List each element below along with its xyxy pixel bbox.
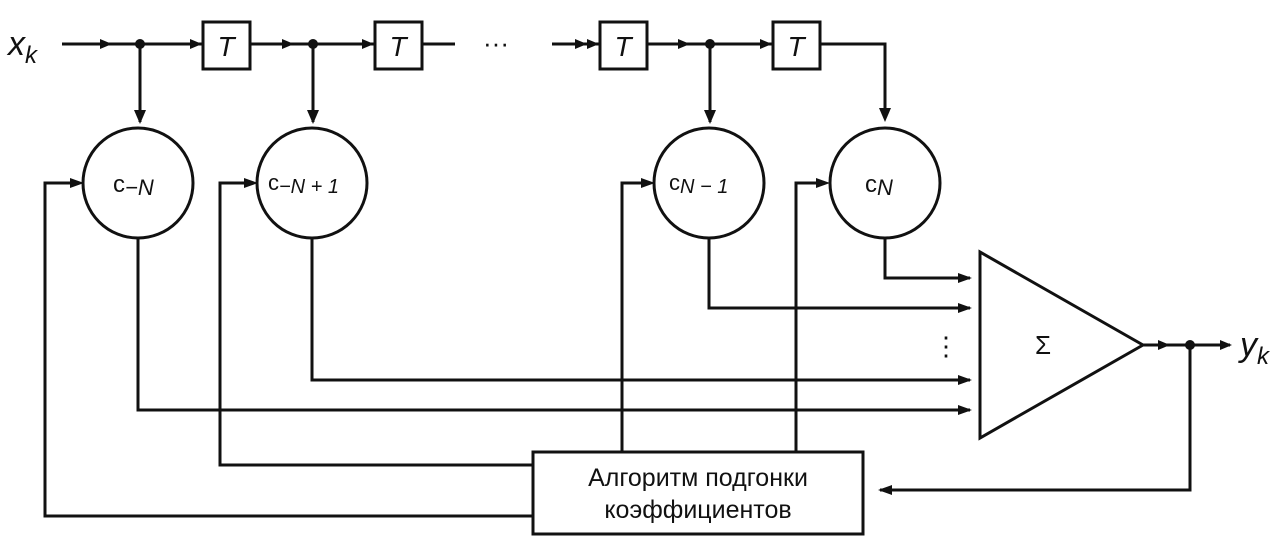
summer-block: Σ (978, 249, 1147, 441)
horizontal-ellipsis: ··· (483, 28, 509, 58)
top-signal-line (62, 39, 887, 118)
tap-drops (134, 44, 891, 124)
summer-inputs (136, 238, 972, 415)
svg-text:T: T (217, 31, 236, 62)
coefficient-circle-c-n-minus-1: cN − 1 (652, 126, 766, 240)
vertical-ellipsis: ⋮ (933, 331, 959, 361)
feedback-lines (43, 178, 830, 518)
output-label: yk (1238, 326, 1271, 370)
delay-box: T (598, 20, 649, 71)
delay-box: T (771, 20, 822, 71)
svg-text:cN: cN (865, 171, 893, 200)
delay-box: T (373, 20, 424, 71)
coefficient-circle-c-n: cN (828, 126, 942, 240)
input-label: xk (6, 25, 39, 69)
coefficient-circle-c-minus-n: c−N (81, 126, 195, 240)
delay-box: T (201, 20, 252, 71)
output-line (878, 340, 1232, 495)
svg-text:c−N: c−N (113, 171, 154, 200)
coefficient-adaptation-block: Алгоритм подгонки коэффициентов (531, 450, 865, 536)
svg-text:c−N + 1: c−N + 1 (268, 170, 339, 198)
svg-text:T: T (389, 31, 408, 62)
svg-text:T: T (614, 31, 633, 62)
algorithm-label-line1: Алгоритм подгонки (588, 464, 808, 492)
svg-text:T: T (787, 31, 806, 62)
coefficient-circle-c-minus-n-plus-1: c−N + 1 (255, 126, 369, 240)
svg-text:cN − 1: cN − 1 (669, 170, 728, 198)
summer-label: Σ (1035, 330, 1051, 360)
algorithm-label-line2: коэффициентов (604, 496, 791, 524)
